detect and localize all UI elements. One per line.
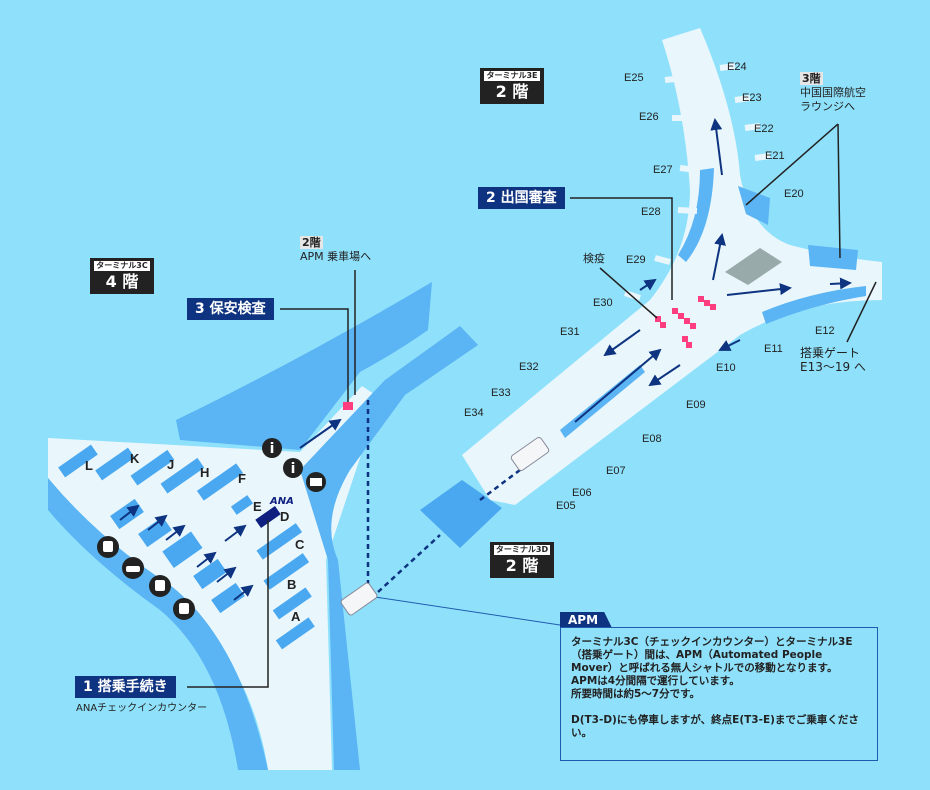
step-security-label: 3 保安検査	[187, 298, 274, 320]
svg-text:E32: E32	[519, 361, 539, 373]
bus-icon	[149, 575, 171, 597]
counter-labels: L K J H F E D C B A	[85, 451, 305, 624]
svg-text:E20: E20	[784, 188, 804, 200]
train-icon	[97, 536, 119, 558]
lounge-line: ラウンジへ	[800, 100, 855, 113]
floor-number: 2 階	[505, 556, 539, 575]
apm-info-title: APM	[560, 612, 612, 628]
svg-text:E27: E27	[653, 164, 673, 176]
callout-lines	[187, 123, 877, 688]
apm-info-paragraph: D(T3-D)にも停車しますが、終点E(T3-E)までご乗車ください。	[571, 714, 859, 739]
svg-text:D: D	[280, 509, 289, 524]
gates-line: 搭乗ゲート	[800, 346, 861, 360]
gate-stubs	[624, 63, 771, 301]
svg-text:E34: E34	[464, 407, 484, 419]
svg-text:E30: E30	[593, 297, 613, 309]
svg-text:J: J	[167, 457, 174, 472]
escalator-icon	[725, 248, 782, 285]
information-icon: i	[283, 458, 303, 478]
terminal-3c-upper-wing	[176, 282, 432, 450]
lounge-line: 中国国際航空	[800, 86, 866, 99]
svg-text:E21: E21	[765, 150, 785, 162]
bus-icon	[173, 598, 195, 620]
pedestrian-flow-arrows	[574, 118, 852, 423]
svg-text:E25: E25	[624, 72, 644, 84]
svg-text:E33: E33	[491, 387, 511, 399]
svg-text:L: L	[85, 458, 93, 473]
information-icon: i	[262, 438, 282, 458]
svg-text:E07: E07	[606, 465, 626, 477]
floor-number: 4 階	[105, 272, 139, 291]
terminal-name: ターミナル3E	[484, 71, 540, 81]
svg-text:E23: E23	[742, 92, 762, 104]
svg-text:E06: E06	[572, 487, 592, 499]
apm-route	[366, 400, 521, 593]
svg-text:i: i	[291, 461, 296, 477]
apm-info-box: ターミナル3C（チェックインカウンター）とターミナル3E（搭乗ゲート）間は、AP…	[560, 627, 878, 761]
taxi-icon	[122, 557, 144, 579]
ana-logo: ANA	[269, 496, 294, 507]
svg-text:E22: E22	[754, 123, 774, 135]
gates-e13-19-note: 搭乗ゲート E13〜19 へ	[800, 346, 866, 374]
svg-text:E31: E31	[560, 326, 580, 338]
terminal-3e-blocks	[560, 168, 866, 438]
terminal-3e-floor-label: ターミナル3E 2 階	[480, 68, 544, 104]
step-immigration-label: 2 出国審査	[478, 187, 565, 209]
terminal-3d-block	[420, 480, 502, 548]
step-checkin-label: 1 搭乗手続き	[75, 676, 176, 698]
terminal-3d-floor-label: ターミナル3D 2 階	[490, 542, 554, 578]
svg-text:E12: E12	[815, 325, 835, 337]
terminal-name: ターミナル3D	[494, 545, 550, 555]
quarantine-immigration-booths	[655, 296, 716, 348]
svg-text:B: B	[287, 577, 296, 592]
apm-info-paragraph: ターミナル3C（チェックインカウンター）とターミナル3E（搭乗ゲート）間は、AP…	[571, 636, 853, 700]
floor-tag: 2階	[300, 236, 323, 249]
apm-train-icon	[340, 436, 550, 616]
svg-text:E: E	[253, 499, 262, 514]
terminal-name: ターミナル3C	[94, 261, 150, 271]
svg-text:i: i	[270, 441, 275, 457]
ana-checkin-counter-note: ANAチェックインカウンター	[76, 703, 208, 714]
svg-text:K: K	[130, 451, 140, 466]
svg-text:H: H	[200, 465, 209, 480]
svg-text:E11: E11	[764, 343, 783, 355]
svg-text:E26: E26	[639, 111, 659, 123]
terminal-3c-right-arm	[300, 326, 478, 770]
apm-info-leader	[374, 596, 561, 626]
apm-platform-text: APM 乗車場へ	[300, 250, 372, 263]
svg-text:E24: E24	[727, 61, 747, 73]
ana-counter	[255, 506, 281, 528]
svg-text:E05: E05	[556, 500, 576, 512]
baggage-icon	[306, 472, 326, 492]
svg-text:E10: E10	[716, 362, 736, 374]
svg-text:E09: E09	[686, 399, 706, 411]
svg-text:E28: E28	[641, 206, 661, 218]
gates-line: E13〜19 へ	[800, 360, 866, 374]
svg-text:F: F	[238, 471, 246, 486]
floor-tag: 3階	[800, 72, 823, 85]
apm-platform-note: 2階 APM 乗車場へ	[300, 236, 371, 264]
quarantine-note: 検疫	[583, 252, 605, 265]
security-checkpoint-marker	[343, 402, 353, 410]
checkin-flow-arrows	[119, 418, 342, 601]
svg-text:A: A	[291, 609, 301, 624]
gate-labels: E05 E06 E07 E08 E09 E10 E11 E12 E20 E21 …	[464, 61, 835, 512]
svg-text:E29: E29	[626, 254, 646, 266]
terminal-3c-floor-label: ターミナル3C 4 階	[90, 258, 154, 294]
svg-text:C: C	[295, 537, 305, 552]
lounge-note: 3階 中国国際航空 ラウンジへ	[800, 72, 866, 114]
svg-text:E08: E08	[642, 433, 662, 445]
floor-number: 2 階	[495, 82, 529, 101]
